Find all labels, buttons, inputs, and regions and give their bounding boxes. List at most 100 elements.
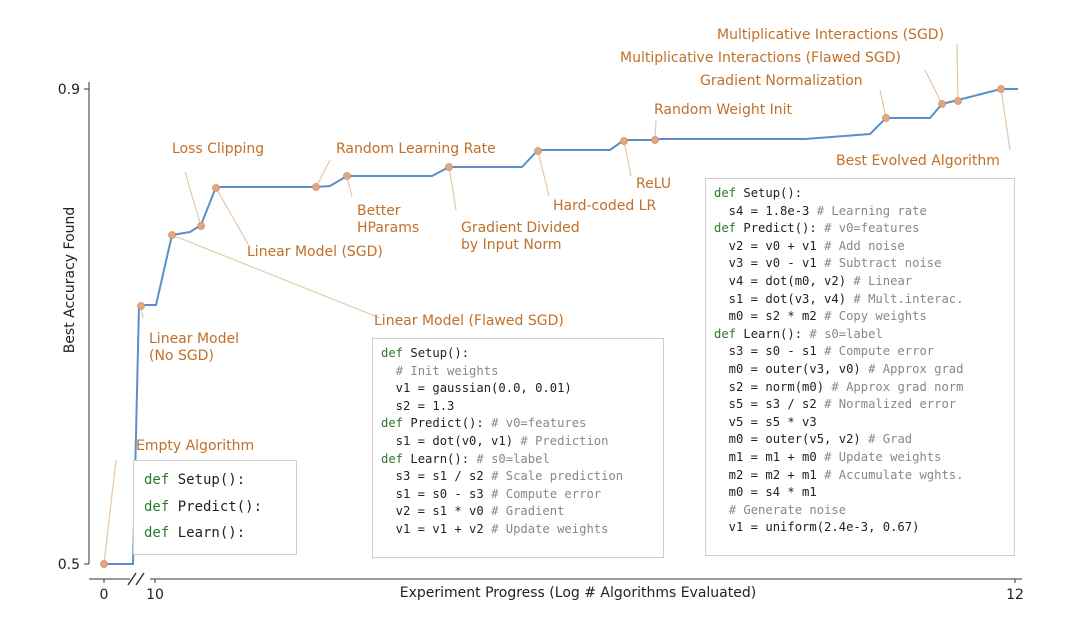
annotation-point: [168, 231, 176, 239]
code-line: s3 = s1 / s2 # Scale prediction: [381, 469, 624, 484]
annotation-label-line: Linear Model: [149, 331, 239, 347]
code-comment: # Update weights: [824, 449, 942, 464]
code-comment: # Generate noise: [728, 502, 847, 517]
code-keyword: def: [381, 346, 411, 360]
annotation-label-line: HParams: [357, 220, 419, 236]
code-line: s4 = 1.8e-3 # Learning rate: [714, 203, 927, 218]
code-line: v1 = v1 + v2 # Update weights: [381, 521, 609, 536]
code-line: def Learn(): # s0=label: [714, 326, 883, 341]
annotation-label: Random Weight Init: [654, 102, 793, 118]
code-line: v1 = gaussian(0.0, 0.01): [381, 381, 572, 396]
code-comment: # Compute error: [491, 486, 602, 501]
code-line: def Learn(): # s0=label: [381, 451, 550, 466]
leader-line: [623, 140, 632, 177]
y-tick-label: 0.9: [58, 82, 80, 98]
annotation-point: [137, 302, 145, 310]
annotation-point: [954, 97, 962, 105]
code-comment: # Approx grad norm: [831, 379, 964, 394]
annotation-point: [651, 136, 659, 144]
annotation-label: Linear Model (SGD): [247, 244, 383, 260]
annotation-point: [997, 85, 1005, 93]
code-keyword: def: [144, 472, 178, 488]
code-comment: # Gradient: [491, 504, 565, 519]
code-keyword: def: [714, 186, 744, 200]
annotation-point: [620, 137, 628, 145]
annotation-label: Best Evolved Algorithm: [836, 153, 1000, 169]
code-comment: # Subtract noise: [824, 256, 942, 271]
code-comment: # Init weights: [395, 363, 499, 378]
leader-line: [537, 150, 550, 197]
code-line: v3 = v0 - v1 # Subtract noise: [714, 256, 942, 271]
annotation-label-line: ReLU: [636, 176, 671, 192]
data-points: [100, 85, 1005, 568]
annotation-point: [445, 163, 453, 171]
annotation-label-line: Best Evolved Algorithm: [836, 153, 1000, 169]
code-line: m0 = outer(v5, v2) # Grad: [714, 432, 913, 447]
annotation-label: Multiplicative Interactions (Flawed SGD): [620, 50, 901, 66]
code-line: v5 = s5 * v3: [714, 414, 817, 429]
code-comment: # Normalized error: [824, 397, 957, 412]
code-line: def Predict(): # v0=features: [714, 221, 920, 236]
annotation-label: Loss Clipping: [172, 141, 264, 157]
code-line: v4 = dot(m0, v2) # Linear: [714, 273, 913, 288]
code-line: s1 = dot(v3, v4) # Mult.interac.: [714, 291, 964, 306]
annotation-label-line: Random Weight Init: [654, 102, 793, 118]
y-axis-label: Best Accuracy Found: [62, 207, 78, 354]
code-line: s2 = 1.3: [381, 398, 455, 413]
annotation-label-line: Loss Clipping: [172, 141, 264, 157]
annotation-point: [312, 183, 320, 191]
code-box-flawed-sgd: def Setup(): # Init weights v1 = gaussia…: [372, 338, 664, 558]
annotation-label-line: Empty Algorithm: [136, 438, 254, 454]
annotation-label-line: Linear Model (Flawed SGD): [374, 313, 564, 329]
annotation-label-line: Better: [357, 203, 401, 219]
code-comment: # Update weights: [491, 521, 609, 536]
annotation-point: [882, 114, 890, 122]
annotation-label: Hard-coded LR: [553, 198, 656, 214]
annotation-point: [100, 560, 108, 568]
code-comment: # Linear: [853, 273, 913, 288]
x-axis-label: Experiment Progress (Log # Algorithms Ev…: [400, 585, 756, 601]
annotation-label: Gradient Normalization: [700, 73, 863, 89]
code-box-empty-algorithm: def Setup():def Predict():def Learn():: [133, 460, 297, 555]
code-line: m0 = s4 * m1: [714, 485, 817, 500]
code-keyword: def: [714, 221, 744, 236]
code-comment: # Mult.interac.: [853, 291, 964, 306]
code-comment: # Accumulate wghts.: [824, 467, 964, 482]
annotation-point: [938, 100, 946, 108]
code-comment: # Add noise: [824, 238, 905, 253]
code-comment: # Copy weights: [824, 309, 927, 324]
code-keyword: def: [144, 525, 178, 541]
code-line: # Init weights: [381, 363, 655, 381]
code-comment: # Prediction: [520, 433, 609, 448]
x-tick-label: 12: [1006, 587, 1024, 603]
annotation-label: Empty Algorithm: [136, 438, 254, 454]
y-tick-label: 0.5: [58, 557, 80, 573]
code-line: s1 = dot(v0, v1) # Prediction: [381, 433, 609, 448]
annotation-label-line: Linear Model (SGD): [247, 244, 383, 260]
leader-line: [1000, 88, 1011, 151]
code-line: m1 = m1 + m0 # Update weights: [714, 449, 942, 464]
annotation-point: [343, 172, 351, 180]
leader-line: [184, 171, 202, 227]
annotation-label-line: Multiplicative Interactions (SGD): [717, 27, 944, 43]
code-line: v1 = uniform(2.4e-3, 0.67): [714, 520, 920, 535]
x-tick-label: 0: [100, 587, 109, 603]
code-line: s2 = norm(m0) # Approx grad norm: [714, 379, 964, 394]
x-tick-label: 10: [146, 587, 164, 603]
code-comment: # s0=label: [809, 326, 883, 341]
leader-line: [956, 43, 959, 102]
code-line: def Setup():: [144, 472, 246, 488]
code-comment: # Learning rate: [816, 203, 927, 218]
code-box-best-evolved: def Setup(): s4 = 1.8e-3 # Learning rate…: [705, 178, 1015, 556]
code-line: s1 = s0 - s3 # Compute error: [381, 486, 602, 501]
axes: 0.5 0.9 0 10 12 Experiment Progress (Log # Al…: [58, 82, 1024, 603]
leader-line: [448, 166, 457, 211]
code-line: # Generate noise: [714, 502, 1006, 520]
code-comment: # v0=features: [491, 416, 587, 431]
code-keyword: def: [381, 416, 411, 431]
leader-line: [103, 459, 117, 565]
annotation-label-line: Hard-coded LR: [553, 198, 656, 214]
leader-line: [924, 69, 943, 105]
